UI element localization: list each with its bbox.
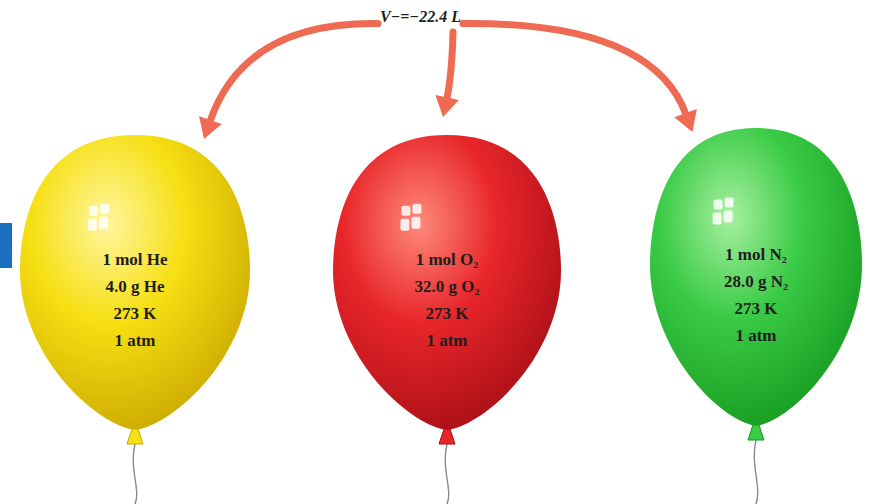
curved-arrow bbox=[463, 24, 697, 132]
balloon-body bbox=[20, 135, 250, 430]
gas-property: 1 mol He bbox=[102, 246, 167, 273]
balloon-body bbox=[333, 135, 561, 430]
gas-property: 273 K bbox=[114, 300, 157, 327]
volume-label: V−=−22.4 L bbox=[376, 6, 465, 28]
arrow-head bbox=[674, 109, 697, 132]
balloon-knot bbox=[439, 429, 455, 444]
side-tab bbox=[0, 223, 12, 268]
curved-arrow bbox=[435, 32, 458, 117]
balloon-text-group: 1 mol He4.0 g He273 K1 atm bbox=[20, 246, 250, 354]
balloon-string bbox=[754, 440, 757, 504]
gas-property: 273 K bbox=[426, 300, 469, 327]
arrow-shaft bbox=[447, 32, 453, 99]
balloon-body bbox=[650, 128, 862, 426]
gas-property: 1 mol N₂ bbox=[725, 241, 787, 268]
gas-balloon: 1 mol He4.0 g He273 K1 atm bbox=[20, 135, 250, 430]
gas-property: 1 atm bbox=[735, 322, 776, 349]
gas-balloon: 1 mol N₂28.0 g N₂273 K1 atm bbox=[650, 128, 862, 426]
arrow-shaft bbox=[463, 24, 686, 116]
balloon-knot bbox=[748, 425, 764, 440]
balloon-text-group: 1 mol N₂28.0 g N₂273 K1 atm bbox=[650, 241, 862, 349]
gas-property: 32.0 g O₂ bbox=[414, 273, 479, 300]
balloon-knot bbox=[127, 429, 143, 444]
balloon-string bbox=[445, 444, 448, 504]
arrow-shaft bbox=[210, 24, 378, 122]
arrow-head bbox=[199, 116, 222, 139]
arrow-head bbox=[435, 95, 458, 117]
gas-property: 1 atm bbox=[426, 327, 467, 354]
gas-property: 1 mol O₂ bbox=[416, 246, 479, 273]
gas-property: 28.0 g N₂ bbox=[724, 268, 788, 295]
gas-property: 273 K bbox=[735, 295, 778, 322]
gas-property: 1 atm bbox=[114, 327, 155, 354]
shine-highlight bbox=[713, 198, 734, 225]
curved-arrow bbox=[199, 24, 378, 139]
gas-balloon: 1 mol O₂32.0 g O₂273 K1 atm bbox=[333, 135, 561, 430]
volume-text: V−=−22.4 L bbox=[376, 6, 465, 28]
balloon-text-group: 1 mol O₂32.0 g O₂273 K1 atm bbox=[333, 246, 561, 354]
gas-property: 4.0 g He bbox=[105, 273, 164, 300]
shine-highlight bbox=[88, 204, 109, 231]
balloon-string bbox=[133, 444, 136, 504]
shine-highlight bbox=[400, 204, 421, 231]
